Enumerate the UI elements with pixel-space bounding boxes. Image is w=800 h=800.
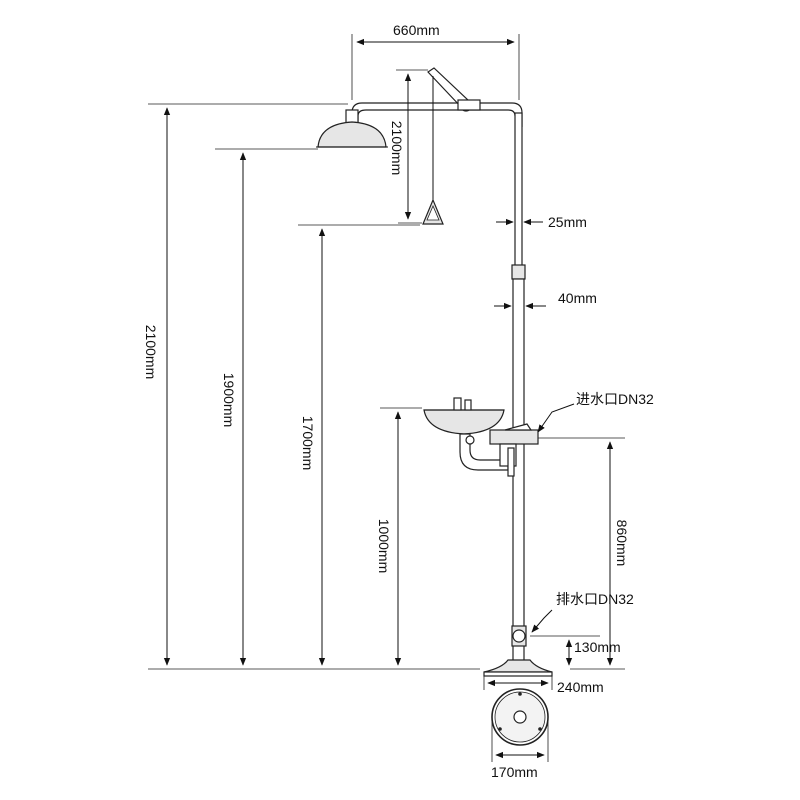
equipment-drawing — [316, 67, 553, 746]
outlet-label: 排水口DN32 — [556, 591, 634, 607]
dim-inlet-height: 860mm — [614, 520, 630, 567]
eyewash-bowl — [423, 397, 539, 477]
dim-handle-height: 1700mm — [300, 416, 316, 470]
dimension-labels: 660mm 2100mm 25mm 40mm 2100mm 1900mm 170… — [143, 22, 654, 780]
dimension-lines — [148, 34, 625, 762]
dim-base-width: 240mm — [557, 679, 604, 695]
dim-arm-width: 660mm — [393, 22, 440, 38]
dim-bowl-height: 1000mm — [376, 519, 392, 573]
dim-base-diameter: 170mm — [491, 764, 538, 780]
pipe-coupling — [511, 264, 526, 280]
dim-pipe-upper: 25mm — [548, 214, 587, 230]
outlet-fitting — [511, 625, 527, 647]
dim-outlet-height: 130mm — [574, 639, 621, 655]
dim-shower-head-height: 1900mm — [221, 373, 237, 427]
inlet-label: 进水口DN32 — [576, 391, 654, 407]
dim-handle-drop: 2100mm — [389, 121, 405, 175]
dim-pipe-lower: 40mm — [558, 290, 597, 306]
lower-pipe — [512, 278, 525, 665]
dim-total-height: 2100mm — [143, 325, 159, 379]
shower-head — [316, 109, 388, 148]
base-plate — [483, 659, 553, 677]
pull-handle — [422, 67, 481, 225]
upper-pipe — [514, 112, 523, 269]
base-plan-view — [491, 688, 549, 746]
